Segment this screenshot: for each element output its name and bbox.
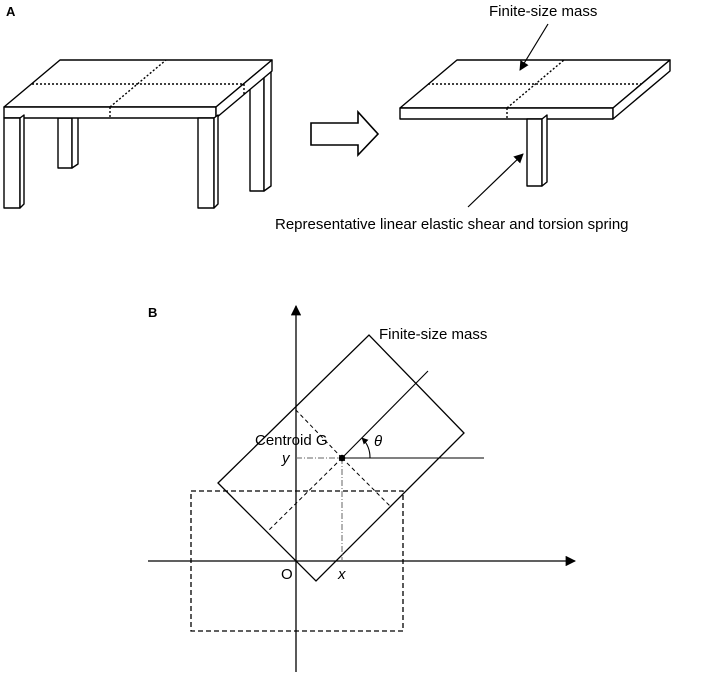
simplified-model-drawing [399, 59, 671, 187]
origin-label: O [281, 566, 293, 583]
centroid-label: Centroid G [255, 432, 328, 449]
panel-b-label: B [148, 305, 157, 320]
table-back-right-leg [249, 68, 272, 192]
transform-arrow-icon [310, 109, 380, 157]
table-back-left-leg [57, 112, 79, 169]
finite-size-mass-plate [399, 59, 671, 120]
mass-label-a: Finite-size mass [489, 3, 597, 20]
panel-a-label: A [6, 4, 16, 19]
rotated-center-lines [266, 407, 391, 533]
representative-spring-column [526, 114, 548, 187]
x-coordinate-label: x [337, 566, 346, 583]
theta-label: θ [374, 433, 382, 450]
table-top [3, 59, 273, 119]
table-drawing [3, 59, 273, 209]
centroid-point [338, 454, 346, 462]
projection-lines [296, 457, 343, 561]
theta-angle-arc [361, 437, 371, 459]
initial-position-outline [190, 490, 404, 632]
mass-callout-arrow [519, 23, 549, 71]
rotated-mass-rectangle [217, 334, 465, 582]
local-axis-line [341, 370, 429, 459]
mass-label-b: Finite-size mass [379, 326, 487, 343]
spring-callout-arrow [467, 153, 524, 208]
spring-label-a: Representative linear elastic shear and … [275, 216, 629, 233]
y-coordinate-label: y [281, 450, 291, 467]
table-front-right-leg [197, 114, 219, 209]
table-front-left-leg [3, 114, 25, 209]
